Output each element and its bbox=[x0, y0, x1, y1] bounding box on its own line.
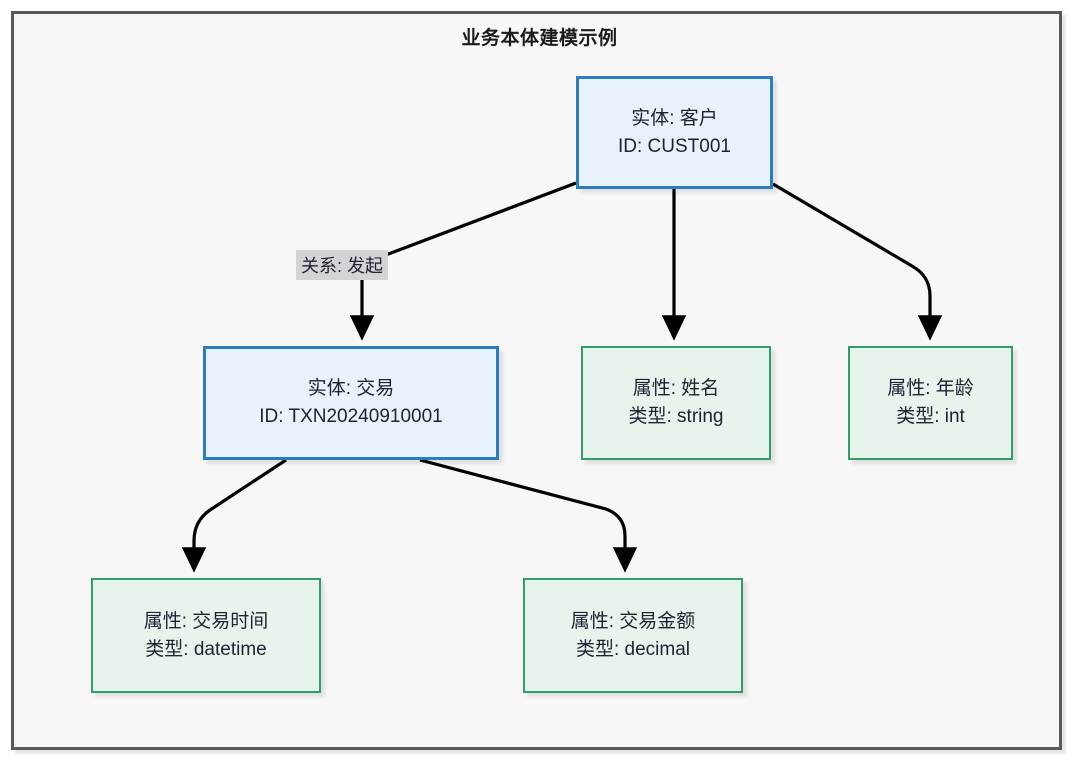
node-attribute-name[interactable]: 属性: 姓名 类型: string bbox=[581, 346, 771, 460]
edge-customer-to-transaction bbox=[349, 181, 577, 341]
node-customer-line2: ID: CUST001 bbox=[618, 135, 731, 157]
node-attr-time-line1: 属性: 交易时间 bbox=[143, 610, 269, 632]
node-attribute-transaction-time[interactable]: 属性: 交易时间 类型: datetime bbox=[91, 578, 321, 693]
diagram-frame: 业务本体建模示例 实体: 客户 ID: CUST001 实体: 交易 ID: T… bbox=[11, 11, 1062, 750]
node-attr-age-line1: 属性: 年龄 bbox=[887, 378, 974, 400]
node-attribute-transaction-amount[interactable]: 属性: 交易金额 类型: decimal bbox=[523, 578, 743, 693]
node-transaction-line2: ID: TXN20240910001 bbox=[259, 406, 443, 427]
node-transaction-line1: 实体: 交易 bbox=[307, 378, 395, 400]
node-attr-age-line2: 类型: int bbox=[896, 406, 965, 427]
node-attr-name-line1: 属性: 姓名 bbox=[632, 378, 720, 400]
node-attr-amount-line2: 类型: decimal bbox=[575, 638, 691, 660]
page-title: 业务本体建模示例 bbox=[461, 28, 618, 49]
edge-customer-to-attr-age bbox=[772, 182, 943, 341]
edge-label-initiates: 关系: 发起 bbox=[296, 250, 389, 280]
node-attr-name-line2: 类型: string bbox=[628, 406, 724, 427]
node-attr-amount-line1: 属性: 交易金额 bbox=[570, 610, 696, 632]
node-customer-line1: 实体: 客户 bbox=[631, 107, 718, 129]
node-entity-transaction[interactable]: 实体: 交易 ID: TXN20240910001 bbox=[203, 346, 499, 460]
edge-transaction-to-attr-amount bbox=[419, 458, 638, 573]
edge-transaction-to-attr-time bbox=[181, 458, 287, 573]
node-entity-customer[interactable]: 实体: 客户 ID: CUST001 bbox=[576, 76, 773, 189]
node-attribute-age[interactable]: 属性: 年龄 类型: int bbox=[848, 346, 1013, 460]
node-attr-time-line2: 类型: datetime bbox=[145, 638, 267, 660]
